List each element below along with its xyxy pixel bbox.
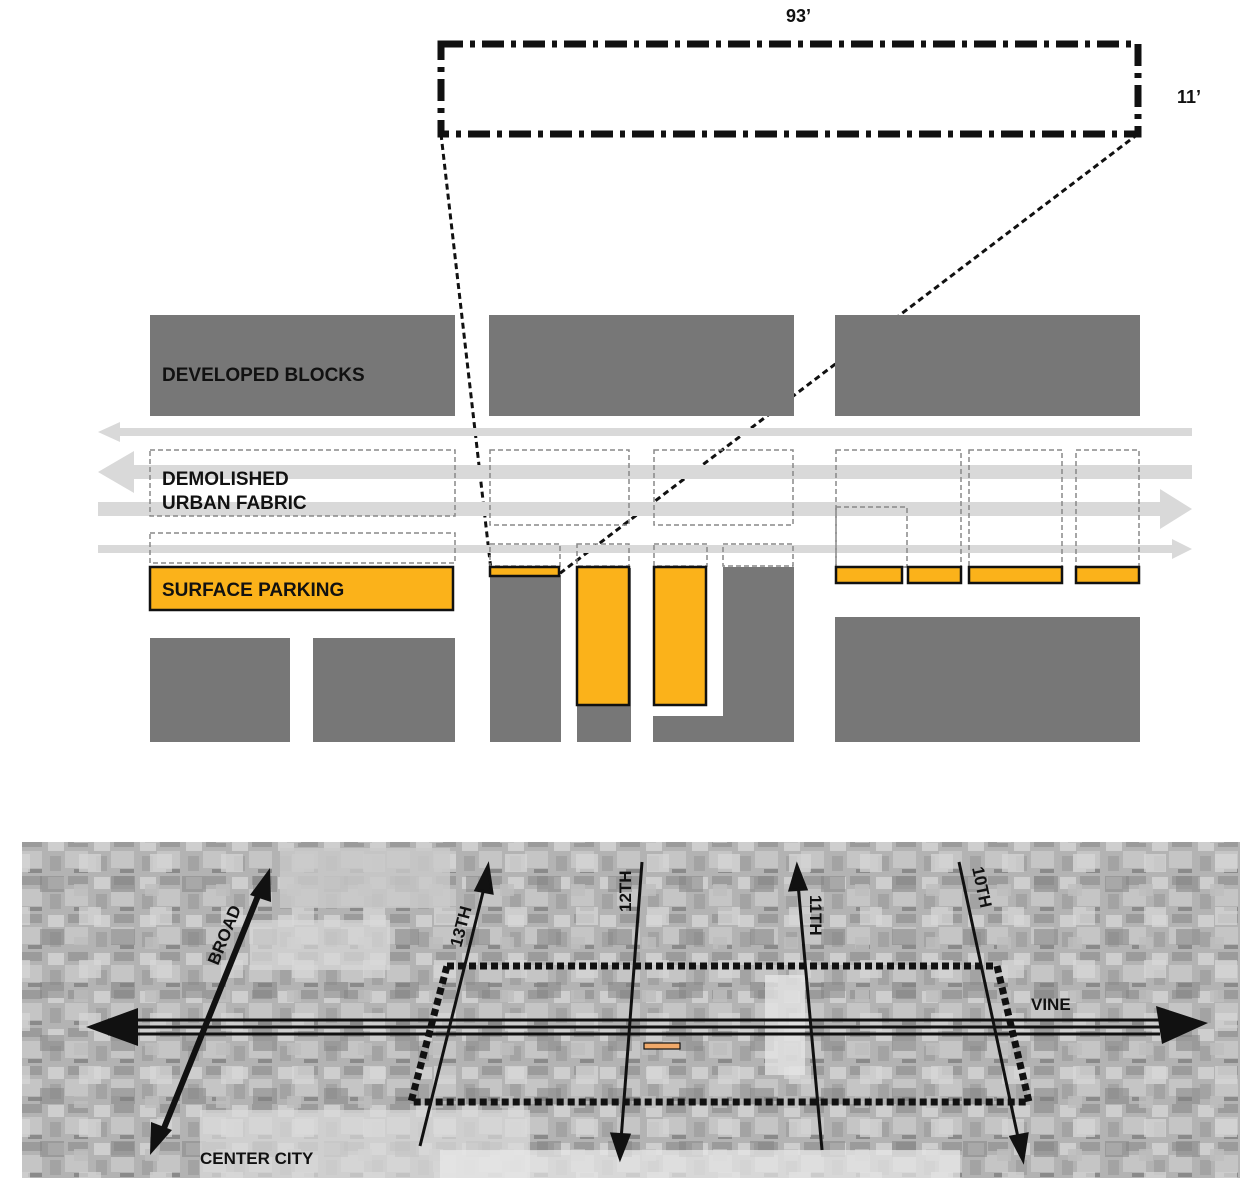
developed-block (313, 638, 455, 742)
arrow-westbound-wide (98, 451, 1192, 493)
parking-lot (834, 565, 904, 585)
demolished-lot (149, 532, 456, 564)
street-10th-line (957, 861, 1021, 1143)
parking-lot (967, 565, 1064, 585)
traffic-arrows (98, 422, 1192, 559)
street-11th-arrowhead (787, 861, 809, 892)
aerial-map: BROAD 13TH 12TH 11TH 10TH VINE CENTER CI… (22, 842, 1240, 1178)
demolished-label-line1: DEMOLISHED (162, 469, 289, 490)
demolished-lot (489, 449, 630, 526)
demolished-lot (489, 543, 561, 567)
developed-block (150, 315, 455, 416)
developed-blocks-label: DEVELOPED BLOCKS (162, 365, 365, 386)
street-10th-arrowhead (1008, 1132, 1029, 1165)
street-11th-label: 11TH (806, 895, 825, 936)
study-area-boundary (406, 962, 1034, 1106)
demolished-lot (722, 543, 794, 567)
dimension-callout: 93’ 11’ (437, 6, 1201, 576)
parking-lot (575, 565, 631, 707)
street-13th-line (418, 883, 487, 1147)
broad-street-arrow (150, 868, 271, 1155)
demolished-outlines (149, 449, 1140, 568)
vine-arrowhead-east (1156, 1006, 1208, 1044)
demolished-lot (149, 449, 456, 517)
street-12th-arrowhead (609, 1132, 632, 1163)
developed-block (490, 575, 561, 742)
broad-arrowhead-south (150, 1122, 172, 1155)
building-mass (440, 1150, 960, 1178)
building-mass (250, 920, 390, 970)
surface-parking-label: SURFACE PARKING (162, 580, 344, 601)
demolished-lot (835, 506, 908, 568)
demolished-lot (653, 543, 708, 567)
surface-parking-lots (148, 565, 1141, 707)
arrow-westbound-thin (98, 422, 1192, 442)
arrow-eastbound-wide (98, 489, 1192, 529)
arrow-eastbound-thin (98, 539, 1192, 559)
parking-lot (652, 565, 708, 707)
width-dimension-label: 93’ (786, 6, 811, 26)
developed-block (150, 638, 290, 742)
broad-line (157, 884, 265, 1140)
street-11th-line (796, 883, 824, 1151)
numbered-street-arrows (418, 861, 1029, 1165)
vine-street-arrow (86, 1006, 1208, 1046)
block-diagram: DEVELOPED BLOCKS DEMOLISHED URBAN FABRIC… (98, 315, 1192, 742)
street-12th-line (619, 861, 644, 1141)
street-12th-label: 12TH (616, 870, 635, 912)
height-dimension-label: 11’ (1177, 87, 1201, 107)
demolished-lot (653, 449, 794, 526)
parking-lot-study (488, 565, 561, 578)
developed-block (653, 567, 794, 742)
highlighted-parcel (643, 1042, 681, 1050)
street-13th-arrowhead (473, 861, 494, 895)
developed-block (835, 315, 1140, 416)
broad-arrowhead-north (250, 868, 271, 902)
center-city-label: CENTER CITY (200, 1149, 314, 1168)
developed-block (489, 315, 794, 416)
building-mass (765, 975, 805, 1075)
callout-leader-left (439, 133, 493, 571)
dimension-box (437, 40, 1142, 138)
demolished-label-line2: URBAN FABRIC (162, 493, 307, 514)
building-mass (280, 848, 450, 908)
vine-arrowhead-west (86, 1008, 138, 1046)
parking-lot (906, 565, 963, 585)
developed-blocks-top (150, 315, 1140, 416)
parking-lot-main (148, 565, 455, 612)
vine-street-label: VINE (1031, 995, 1071, 1014)
developed-block (835, 617, 1140, 742)
parking-lot (1074, 565, 1141, 585)
